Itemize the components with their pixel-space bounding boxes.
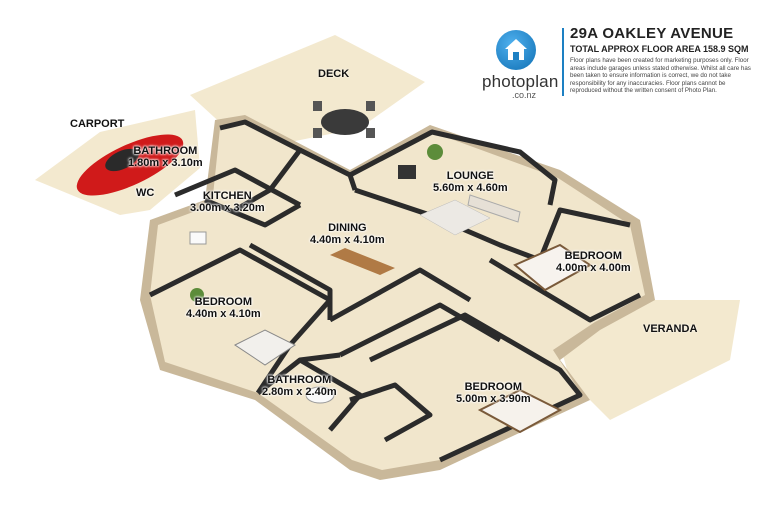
dining-table: [330, 248, 395, 275]
room-dimensions: 3.00m x 3.20m: [190, 202, 265, 214]
room-name: BEDROOM: [564, 250, 623, 262]
room-label-bedroom-left: BEDROOM 4.40m x 4.10m: [186, 296, 261, 320]
house-icon: [505, 39, 527, 60]
room-name: BEDROOM: [464, 381, 523, 393]
room-dimensions: 1.80m x 3.10m: [128, 157, 203, 169]
room-name: LOUNGE: [446, 170, 494, 182]
room-name: BEDROOM: [194, 296, 253, 308]
room-dimensions: 4.00m x 4.00m: [556, 262, 631, 274]
header-divider: [562, 28, 564, 96]
room-dimensions: 4.40m x 4.10m: [186, 308, 261, 320]
room-label-lounge: LOUNGE 5.60m x 4.60m: [433, 170, 508, 194]
total-floor-area: TOTAL APPROX FLOOR AREA 158.9 SQM: [570, 44, 749, 54]
red-car-icon: [76, 134, 184, 196]
deck-label: DECK: [318, 68, 350, 80]
logo-wordmark: photoplan: [482, 72, 559, 91]
room-name: WC: [136, 187, 155, 199]
disclaimer-text: Floor plans have been created for market…: [570, 57, 751, 95]
bed-bottom-icon: [477, 388, 563, 434]
logo-domain: .co.nz: [512, 90, 537, 100]
bed-right-icon: [513, 243, 592, 292]
room-dimensions: 4.40m x 4.10m: [310, 234, 385, 246]
room-dimensions: 5.00m x 3.90m: [456, 393, 531, 405]
room-dimensions: 5.60m x 4.60m: [433, 182, 508, 194]
room-label-bathroom-1: BATHROOM 1.80m x 3.10m: [128, 145, 203, 169]
room-label-wc: WC: [136, 187, 154, 199]
room-name: KITCHEN: [202, 190, 252, 202]
room-name: BATHROOM: [133, 145, 198, 157]
room-label-bathroom-2: BATHROOM 2.80m x 2.40m: [262, 374, 337, 398]
veranda-area: [560, 300, 740, 420]
house-logo-icon: [496, 30, 536, 70]
room-label-bedroom-right: BEDROOM 4.00m x 4.00m: [556, 250, 631, 274]
deck-table: [313, 101, 375, 138]
photoplan-logo: photoplan .co.nz: [482, 28, 559, 100]
room-dimensions: 2.80m x 2.40m: [262, 386, 337, 398]
property-address: 29A OAKLEY AVENUE: [570, 25, 734, 42]
room-name: BATHROOM: [267, 374, 332, 386]
lounge-sofa: [398, 144, 521, 223]
bed-left-icon: [190, 288, 296, 366]
carport-label: CARPORT: [70, 118, 125, 130]
room-name: DINING: [328, 222, 367, 234]
room-label-bedroom-bottom: BEDROOM 5.00m x 3.90m: [456, 381, 531, 405]
bathroom-fixtures: [189, 231, 335, 404]
room-label-dining: DINING 4.40m x 4.10m: [310, 222, 385, 246]
veranda-label: VERANDA: [643, 323, 698, 335]
lounge-rug: [419, 199, 491, 236]
room-label-kitchen: KITCHEN 3.00m x 3.20m: [190, 190, 265, 214]
